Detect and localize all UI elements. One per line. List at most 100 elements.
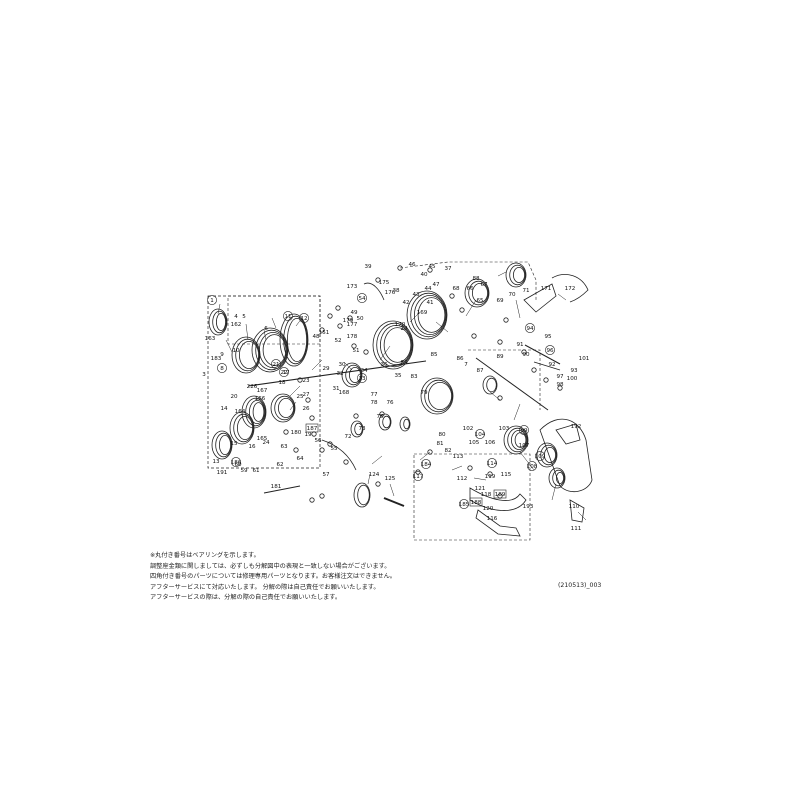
bearing-marker <box>487 458 497 468</box>
leader-line <box>225 339 233 353</box>
part-label-92: 92 <box>548 362 555 368</box>
part-label-109: 109 <box>535 454 546 460</box>
part-label-184: 184 <box>421 462 432 468</box>
part-label-21: 21 <box>272 362 280 368</box>
bearing-marker <box>459 499 469 509</box>
part-label-107: 107 <box>519 443 530 449</box>
leader-line <box>367 473 371 485</box>
part-label-17: 17 <box>282 370 290 376</box>
small-part <box>497 395 503 401</box>
part-label-32: 32 <box>336 371 343 377</box>
part-label-162: 162 <box>231 322 242 328</box>
part-label-56: 56 <box>314 438 322 444</box>
part-label-187: 187 <box>307 426 318 432</box>
part-label-34: 34 <box>360 368 368 374</box>
leader-line <box>271 317 277 329</box>
leader-line <box>489 391 501 401</box>
part-label-64: 64 <box>296 456 304 462</box>
drag-knob <box>208 308 228 336</box>
part-label-75: 75 <box>376 414 384 420</box>
part-label-193: 193 <box>523 504 534 510</box>
part-label-105: 105 <box>469 440 480 446</box>
foot <box>555 423 581 445</box>
part-label-69: 69 <box>496 298 504 304</box>
part-label-44: 44 <box>424 286 432 292</box>
small-part <box>379 411 385 417</box>
handle-arm <box>469 487 527 511</box>
part-label-25: 25 <box>296 394 304 400</box>
bearing-marker <box>217 363 227 373</box>
part-label-115: 115 <box>501 472 512 478</box>
part-label-112: 112 <box>457 476 468 482</box>
part-label-11: 11 <box>284 314 292 320</box>
part-label-178: 178 <box>347 334 358 340</box>
small-part <box>471 333 477 339</box>
line-roller-arm <box>523 283 557 313</box>
part-label-172: 172 <box>565 286 576 292</box>
bearing-marker <box>535 451 545 461</box>
rotor-cup <box>372 320 414 370</box>
part-label-41: 41 <box>426 300 434 306</box>
oscillation-bearing <box>482 375 498 395</box>
leader-line <box>465 299 477 317</box>
small-part <box>459 307 465 313</box>
rotor-group-outline <box>399 261 537 300</box>
small-part <box>327 313 333 319</box>
part-label-14: 14 <box>220 406 228 412</box>
part-label-188: 188 <box>471 500 482 506</box>
handle-screw <box>383 497 405 507</box>
part-label-48: 48 <box>312 334 320 340</box>
part-label-121: 121 <box>475 486 486 492</box>
small-part <box>467 465 473 471</box>
part-label-10: 10 <box>232 348 240 354</box>
small-part <box>343 459 349 465</box>
part-label-38: 38 <box>392 288 400 294</box>
part-label-114: 114 <box>487 461 498 467</box>
leader-line <box>513 403 521 421</box>
leader-line <box>497 271 507 277</box>
part-label-57: 57 <box>322 472 330 478</box>
bearing-marker <box>475 429 485 439</box>
part-label-84: 84 <box>400 360 408 366</box>
small-part <box>311 431 317 437</box>
part-label-175: 175 <box>379 280 390 286</box>
part-label-85: 85 <box>430 352 438 358</box>
bearing-marker <box>545 345 555 355</box>
part-label-73: 73 <box>358 426 366 432</box>
small-part <box>543 377 549 383</box>
small-part <box>503 317 509 323</box>
part-label-22: 22 <box>280 370 287 376</box>
part-label-76: 76 <box>386 400 394 406</box>
small-part <box>309 415 315 421</box>
spool-subassembly-box <box>227 295 321 345</box>
part-label-13: 13 <box>212 459 220 465</box>
part-label-67: 67 <box>480 282 488 288</box>
stopper-shaft <box>524 344 561 365</box>
part-label-116: 116 <box>487 516 498 522</box>
bearing-marker <box>299 313 309 323</box>
leader-line <box>409 311 421 323</box>
part-label-31: 31 <box>332 386 340 392</box>
part-label-71: 71 <box>522 288 530 294</box>
leader-line <box>551 483 557 501</box>
part-label-125: 125 <box>385 476 396 482</box>
leader-line <box>451 465 463 471</box>
part-label-104: 104 <box>475 432 486 438</box>
small-part <box>375 277 381 283</box>
spool-ring <box>211 430 233 460</box>
part-label-95: 95 <box>544 334 552 340</box>
leader-line <box>389 483 395 497</box>
part-label-36: 36 <box>380 362 388 368</box>
part-label-98: 98 <box>556 382 564 388</box>
part-label-66: 66 <box>466 286 474 292</box>
part-label-168: 168 <box>339 390 350 396</box>
part-label-103: 103 <box>499 426 510 432</box>
part-label-6: 6 <box>264 326 268 332</box>
part-label-96: 96 <box>546 348 554 354</box>
part-label-120: 120 <box>483 506 494 512</box>
part-label-102: 102 <box>463 426 474 432</box>
leader-line <box>577 511 587 521</box>
note-line: アフターサービスにて対応いたします。 分解の際は自己責任でお願いいたします。 <box>150 583 380 591</box>
part-label-40: 40 <box>420 272 428 278</box>
